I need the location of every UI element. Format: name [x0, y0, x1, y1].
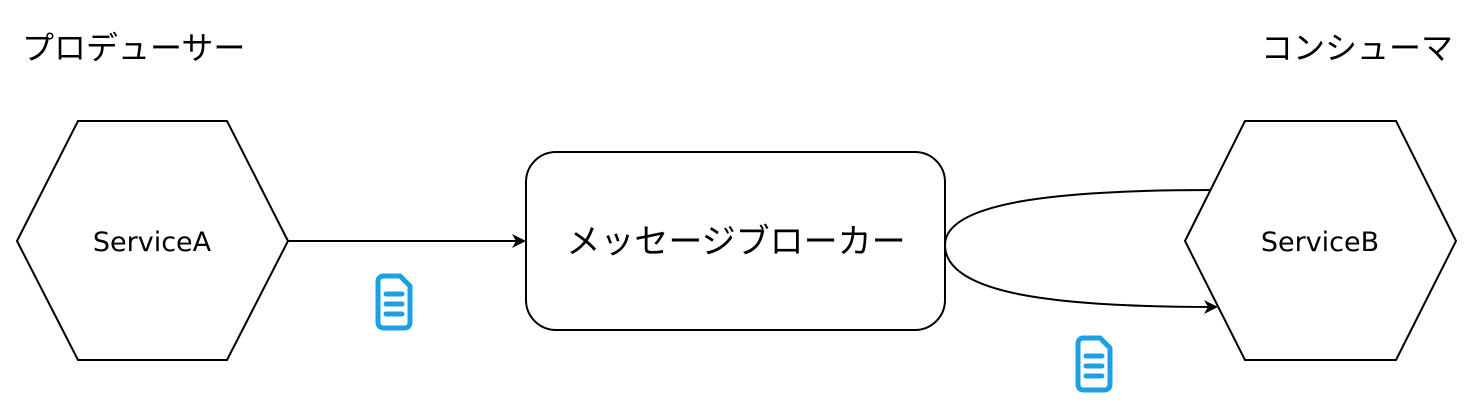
service-b-node[interactable] — [1183, 120, 1458, 361]
message-document-icon — [378, 276, 410, 328]
message-document-icon — [1078, 338, 1110, 390]
message-broker-label: メッセージブローカー — [566, 222, 905, 262]
subscribe-loop-arrow — [943, 189, 1218, 314]
service-b-label: ServiceB — [1261, 227, 1379, 258]
producer-label: プロデューサー — [22, 29, 245, 67]
service-a-label: ServiceA — [93, 227, 212, 258]
consumer-label: コンシューマ — [1261, 29, 1453, 67]
